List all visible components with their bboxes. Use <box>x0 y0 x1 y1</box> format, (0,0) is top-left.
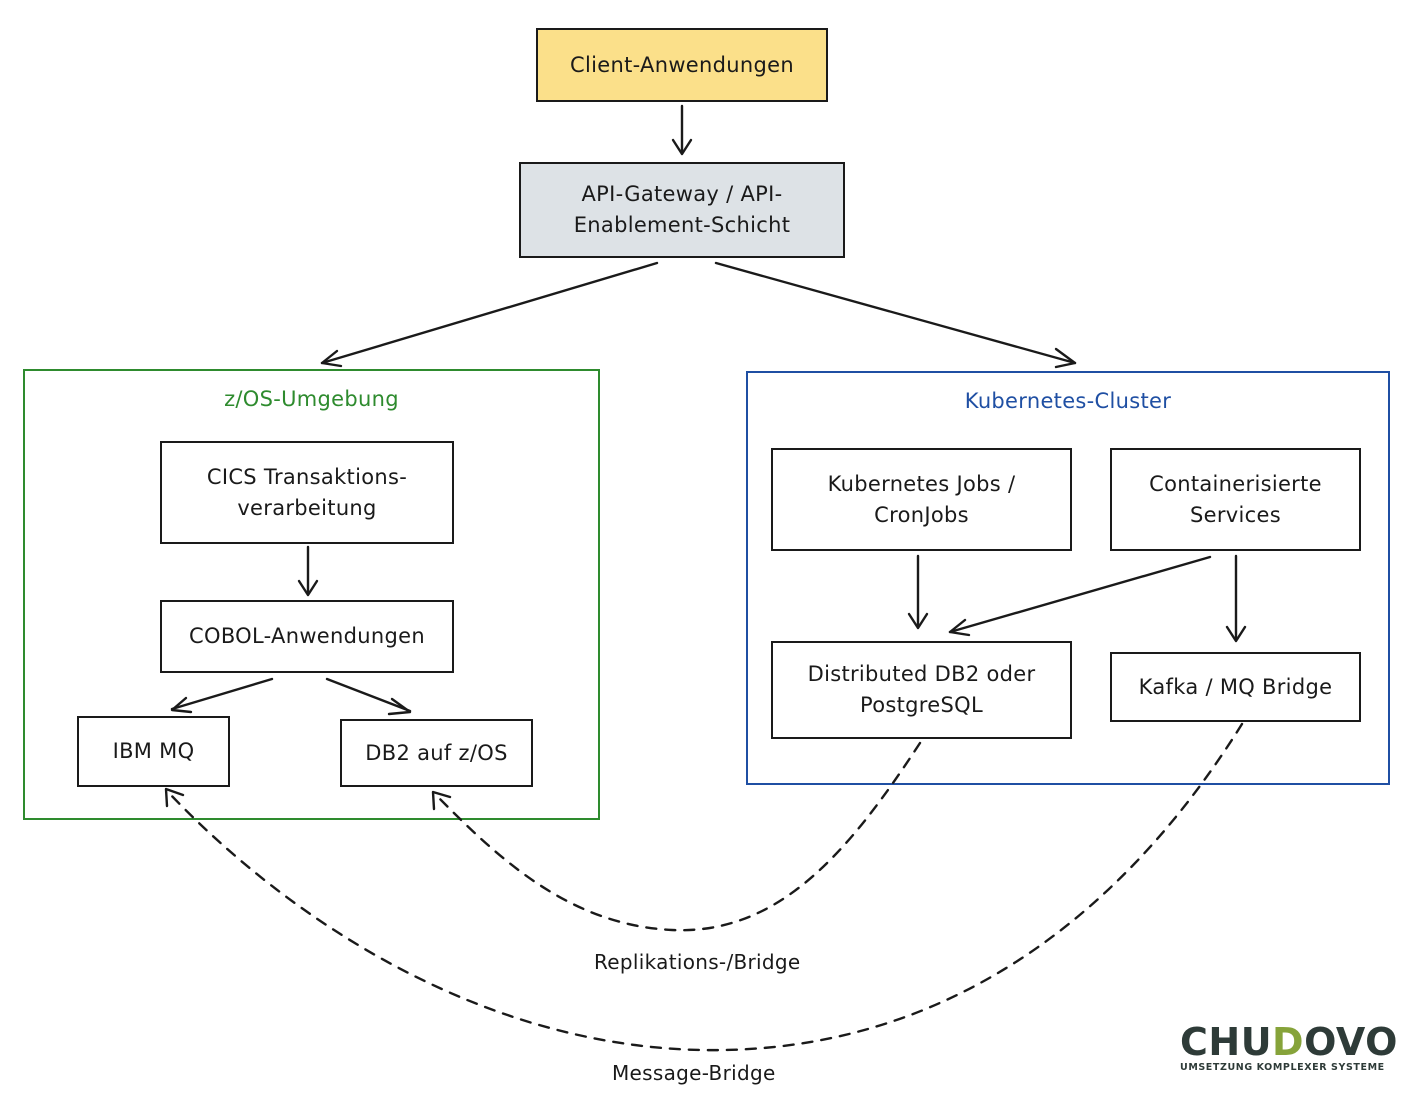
containerized-services-label-line2: Services <box>1190 502 1281 527</box>
message-bridge-label: Message-Bridge <box>612 1061 776 1085</box>
edge-replication-bridge <box>435 741 922 932</box>
edge-message-bridge-arrowhead <box>164 787 185 808</box>
edge-client-to-gateway <box>671 104 693 156</box>
api-gateway-label-line1: API-Gateway / API- <box>581 182 783 206</box>
ibm-mq-node: IBM MQ <box>77 716 230 787</box>
kubernetes-cluster-group: Kubernetes-Cluster <box>746 371 1390 785</box>
cics-node: CICS Transaktions- verarbeitung <box>160 441 454 544</box>
db2-zos-label: DB2 auf z/OS <box>365 740 508 765</box>
cics-label-line2: verarbeitung <box>237 495 377 520</box>
edge-message-bridge <box>167 722 1244 1052</box>
api-gateway-label-line2: Enablement-Schicht <box>573 213 791 237</box>
logo-tagline: UMSETZUNG KOMPLEXER SYSTEME <box>1180 1062 1385 1073</box>
k8s-group-title: Kubernetes-Cluster <box>964 389 1172 413</box>
kubernetes-jobs-label-line2: CronJobs <box>874 502 969 527</box>
client-applications-label: Client-Anwendungen <box>570 52 794 77</box>
containerized-services-node: Containerisierte Services <box>1110 448 1361 551</box>
ibm-mq-label: IBM MQ <box>112 739 195 763</box>
containerized-services-label-line1: Containerisierte <box>1149 471 1322 496</box>
zos-group-title: z/OS-Umgebung <box>224 387 399 411</box>
cobol-label: COBOL-Anwendungen <box>189 624 425 648</box>
cobol-node: COBOL-Anwendungen <box>160 600 454 673</box>
cics-label-line1: CICS Transaktions- <box>206 464 408 489</box>
distributed-db-label-line1: Distributed DB2 oder <box>807 662 1036 686</box>
chudovo-logo: CHUDOVO UMSETZUNG KOMPLEXER SYSTEME <box>1180 1020 1398 1073</box>
edge-replication-bridge-arrowhead <box>431 790 452 811</box>
distributed-db-label-line2: PostgreSQL <box>860 693 983 717</box>
edge-k8s-jobs-to-distributed-db <box>907 554 929 630</box>
edge-cobol-to-ibm-mq <box>170 677 274 714</box>
edge-containers-to-kafka <box>1225 554 1247 643</box>
kubernetes-jobs-node: Kubernetes Jobs / CronJobs <box>771 448 1072 551</box>
client-applications-node: Client-Anwendungen <box>536 28 828 102</box>
kafka-bridge-label: Kafka / MQ Bridge <box>1138 674 1333 699</box>
edge-cobol-to-db2-zos <box>325 677 412 716</box>
kafka-bridge-node: Kafka / MQ Bridge <box>1110 652 1361 722</box>
logo-wordmark: CHUDOVO <box>1180 1020 1398 1064</box>
edge-containers-to-distributed-db <box>948 555 1212 637</box>
db2-zos-node: DB2 auf z/OS <box>340 719 533 787</box>
kubernetes-jobs-label-line1: Kubernetes Jobs / <box>827 471 1016 496</box>
replication-bridge-label: Replikations-/Bridge <box>594 950 801 974</box>
edge-gateway-to-kubernetes <box>714 261 1077 369</box>
edge-cics-to-cobol <box>297 545 319 597</box>
edge-gateway-to-zos <box>320 261 659 368</box>
api-gateway-node: API-Gateway / API- Enablement-Schicht <box>519 162 845 258</box>
distributed-db-node: Distributed DB2 oder PostgreSQL <box>771 641 1072 739</box>
zos-environment-group: z/OS-Umgebung <box>23 369 600 820</box>
